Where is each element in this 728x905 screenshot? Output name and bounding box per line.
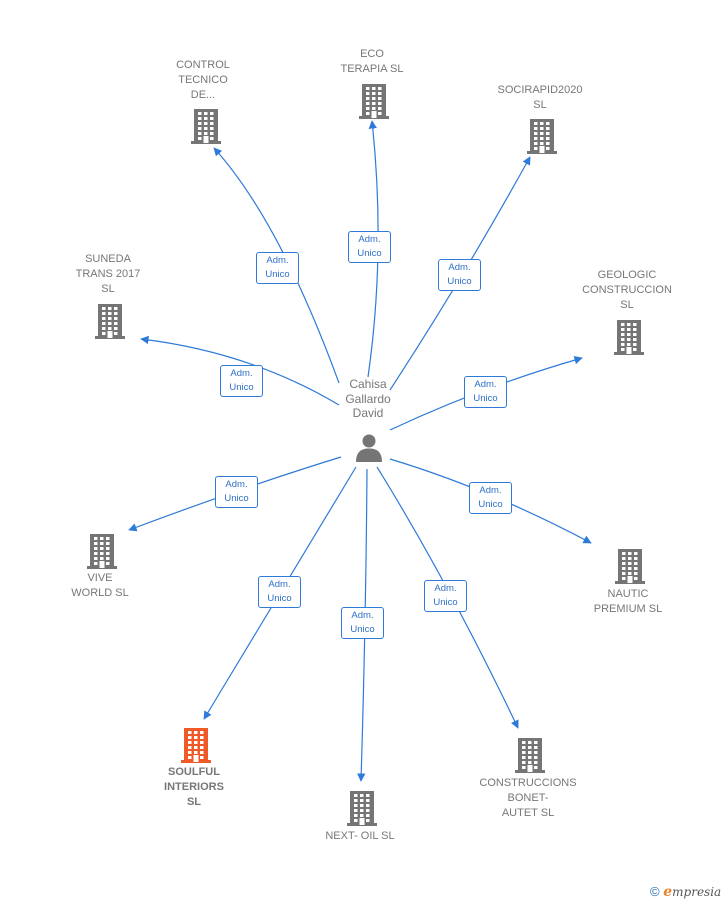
footer-credit: © empresia xyxy=(650,884,721,900)
company-label-eco[interactable]: ECO TERAPIA SL xyxy=(340,48,404,75)
building-icon[interactable] xyxy=(615,548,645,584)
company-label-suneda[interactable]: SUNEDA TRANS 2017 SL xyxy=(75,253,141,295)
company-label-nautic[interactable]: NAUTIC PREMIUM SL xyxy=(593,588,663,615)
person-label: Cahisa Gallardo David xyxy=(345,377,391,420)
company-label-geologic[interactable]: GEOLOGIC CONSTRUCCION SL xyxy=(582,269,672,311)
building-icon[interactable] xyxy=(191,108,221,144)
building-icon[interactable] xyxy=(527,118,557,154)
building-icon[interactable] xyxy=(515,737,545,773)
building-icon[interactable] xyxy=(359,83,389,119)
company-label-control[interactable]: CONTROL TECNICO DE... xyxy=(176,59,230,101)
edge-suneda xyxy=(140,335,340,406)
role-badge-nextoil[interactable]: Adm. Unico xyxy=(341,607,384,639)
role-badge-eco[interactable]: Adm. Unico xyxy=(348,231,391,263)
building-icon[interactable] xyxy=(181,727,211,763)
role-badge-construccions[interactable]: Adm. Unico xyxy=(424,580,467,612)
role-badge-control[interactable]: Adm. Unico xyxy=(256,252,299,284)
role-badge-suneda[interactable]: Adm. Unico xyxy=(220,365,263,397)
company-label-vive[interactable]: VIVE WORLD SL xyxy=(71,572,129,599)
building-icon[interactable] xyxy=(95,303,125,339)
role-badge-geologic[interactable]: Adm. Unico xyxy=(464,376,507,408)
role-badge-nautic[interactable]: Adm. Unico xyxy=(469,482,512,514)
role-badge-soulful[interactable]: Adm. Unico xyxy=(258,576,301,608)
role-badge-socirapid[interactable]: Adm. Unico xyxy=(438,259,481,291)
brand-logo[interactable]: empresia xyxy=(663,884,722,900)
edge-control xyxy=(213,147,340,384)
building-icon[interactable] xyxy=(87,533,117,569)
company-label-nextoil[interactable]: NEXT- OIL SL xyxy=(325,830,395,842)
company-label-soulful[interactable]: SOULFUL INTERIORS SL xyxy=(164,766,224,808)
role-badge-vive[interactable]: Adm. Unico xyxy=(215,476,258,508)
company-label-construccions[interactable]: CONSTRUCCIONS BONET- AUTET SL xyxy=(479,777,577,819)
copyright-symbol: © xyxy=(650,884,660,899)
company-label-socirapid[interactable]: SOCIRAPID2020 SL xyxy=(497,84,583,111)
building-icon[interactable] xyxy=(614,319,644,355)
person-icon[interactable] xyxy=(353,431,385,463)
building-icon[interactable] xyxy=(347,790,377,826)
